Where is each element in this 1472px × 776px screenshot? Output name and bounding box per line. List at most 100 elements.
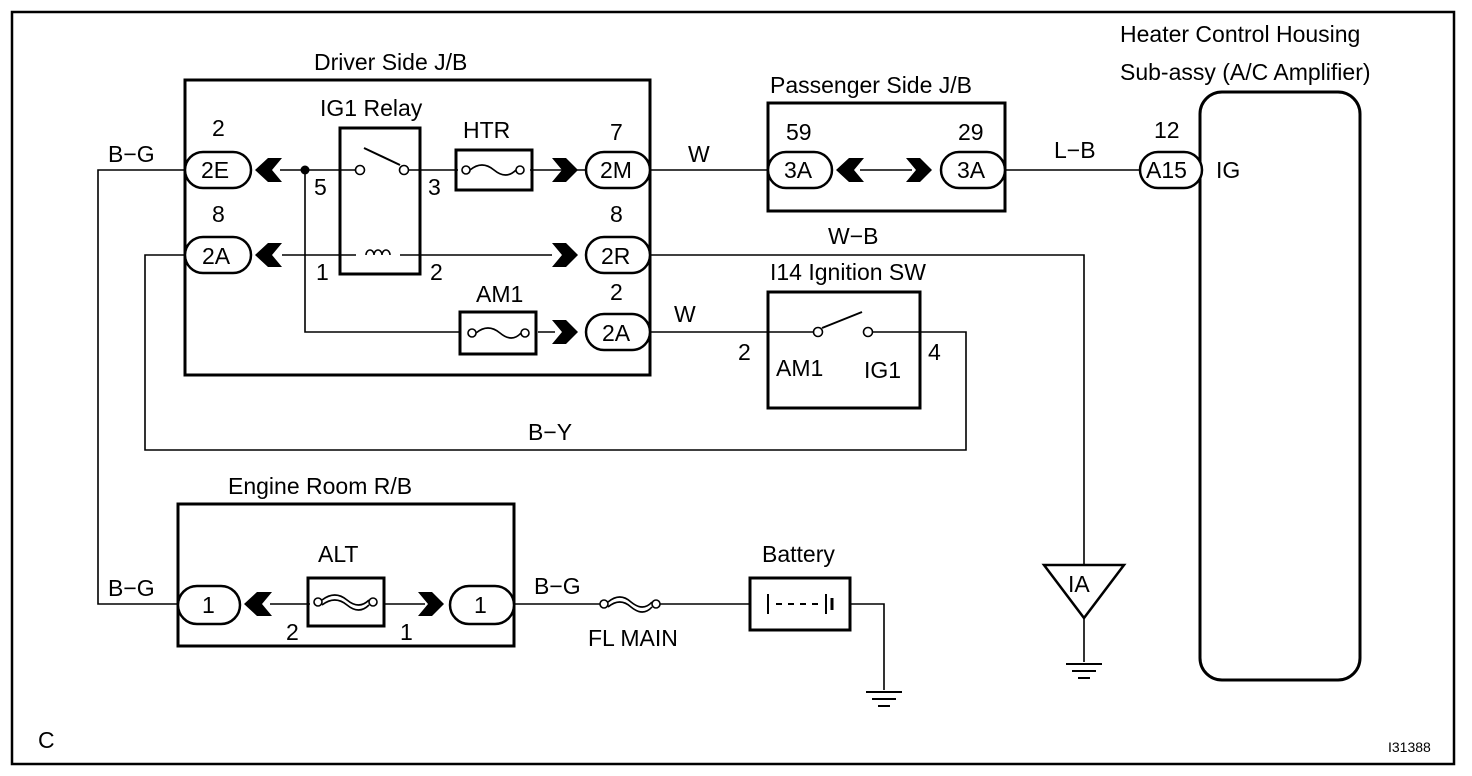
wire-label-by: B−Y (528, 419, 572, 445)
relay-contact-left (354, 164, 366, 176)
ignition-title: I14 Ignition SW (770, 259, 926, 285)
conn-2a-right (584, 312, 652, 352)
arrow-2a-left (255, 243, 282, 267)
ignition-switch: I14 Ignition SW AM1 IG1 2 4 (738, 259, 941, 410)
engine-conn-left-label: 1 (202, 592, 215, 618)
wire-label-w-1: W (688, 141, 710, 167)
passenger-jb-title: Passenger Side J/B (770, 72, 972, 98)
engine-rb-title: Engine Room R/B (228, 473, 412, 499)
conn-2e-label: 2E (201, 157, 229, 183)
fl-main-contact-left (599, 599, 609, 609)
fuse-am1-contact-right (520, 328, 530, 338)
arrow-engine-right (418, 592, 444, 616)
wire-label-bg-right: B−G (534, 573, 581, 599)
wire-label-lb: L−B (1054, 137, 1096, 163)
conn-2a-right-label: 2A (602, 320, 631, 346)
passenger-conn-left-label: 3A (784, 157, 813, 183)
fl-main-label: FL MAIN (588, 625, 678, 651)
wire-labels: B−G W L−B W−B W B−Y B−G B−G (108, 137, 1096, 601)
fuse-htr-box (454, 148, 534, 192)
ignition-pin-2: 2 (738, 339, 751, 365)
arrow-2r (552, 243, 578, 267)
wires (97, 169, 1140, 690)
heater-pin: 12 (1154, 117, 1180, 143)
ignition-contact-right (862, 326, 874, 338)
passenger-conn-left-pin: 59 (786, 119, 812, 145)
fuse-alt-contact-left (313, 597, 323, 607)
conn-2r-pin: 8 (610, 201, 623, 227)
ground-ia: IA (1041, 563, 1127, 679)
conn-2e-pin: 2 (212, 115, 225, 141)
conn-2m-pin: 7 (610, 119, 623, 145)
arrow-passenger-right (906, 158, 932, 182)
passenger-conn-right-pin: 29 (958, 119, 984, 145)
fuse-htr-label: HTR (463, 117, 510, 143)
ground-ia-label: IA (1068, 571, 1090, 597)
arrow-2e (255, 158, 282, 182)
battery-box (748, 576, 852, 632)
engine-conn-right-label: 1 (474, 592, 487, 618)
fuse-alt-label: ALT (318, 541, 358, 567)
figure-id: I31388 (1388, 739, 1431, 755)
conn-2m-label: 2M (600, 157, 632, 183)
ignition-box (766, 290, 922, 410)
battery-section: FL MAIN Battery (588, 541, 902, 707)
fuse-alt-contact-right (368, 597, 378, 607)
wire-label-wb: W−B (828, 223, 878, 249)
heater-title-line1: Heater Control Housing (1120, 21, 1360, 47)
engine-conn-right (448, 584, 516, 626)
conn-2r (584, 235, 652, 275)
fuse-htr-contact-left (461, 165, 471, 175)
fuse-am1-label: AM1 (476, 281, 523, 307)
conn-2a-left-pin: 8 (212, 201, 225, 227)
arrow-2a-right (552, 320, 578, 344)
ignition-contact-left (812, 326, 824, 338)
driver-jb-title: Driver Side J/B (314, 49, 467, 75)
driver-jb-box (183, 78, 652, 377)
ignition-am1-label: AM1 (776, 355, 823, 381)
corner-label: C (38, 727, 55, 753)
passenger-conn-left (766, 150, 834, 190)
fuse-am1-contact-left (467, 328, 477, 338)
conn-2a-left-label: 2A (202, 243, 231, 269)
ground-ia-triangle (1041, 563, 1127, 621)
fl-main-fusible-link-icon (607, 596, 653, 613)
wire-wb (650, 254, 1085, 565)
engine-pin-1: 1 (400, 619, 413, 645)
wire-battery-ground (850, 603, 885, 690)
arrow-engine-left (244, 592, 272, 616)
engine-conn-left (176, 584, 242, 626)
battery-title: Battery (762, 541, 835, 567)
fuse-htr-contact-right (515, 165, 525, 175)
fuse-alt-box (306, 576, 386, 628)
diagram-frame (10, 10, 1456, 766)
heater-control-housing: Heater Control Housing Sub-assy (A/C Amp… (1120, 21, 1371, 682)
relay-pin-1: 1 (316, 259, 329, 285)
fuse-alt-icon (321, 594, 370, 611)
wire-label-w-2: W (674, 301, 696, 327)
heater-body (1198, 90, 1362, 682)
wire-bg-left (97, 169, 185, 605)
passenger-jb-box (766, 101, 1007, 213)
relay-pin-2: 2 (430, 259, 443, 285)
fl-main-contact-right (651, 599, 661, 609)
relay-contact-right (398, 164, 410, 176)
junction-dot (300, 165, 310, 175)
wire-junction-am1 (304, 170, 460, 333)
wire-by (144, 254, 967, 451)
ignition-switch-blade (821, 311, 863, 329)
conn-2a-right-pin: 2 (610, 279, 623, 305)
relay-switch-blade (363, 147, 401, 166)
fuse-am1-icon (475, 327, 522, 339)
engine-room-rb: Engine Room R/B 1 ALT 1 2 1 (176, 473, 516, 648)
fuse-htr-icon (469, 164, 517, 176)
wire-label-bg-top: B−G (108, 141, 155, 167)
arrow-passenger-left (836, 158, 864, 182)
passenger-conn-right (939, 150, 1007, 190)
relay-pin-5: 5 (314, 174, 327, 200)
wire-label-bg-left: B−G (108, 575, 155, 601)
engine-pin-2: 2 (286, 619, 299, 645)
conn-2r-label: 2R (601, 243, 630, 269)
engine-rb-box (176, 502, 516, 648)
